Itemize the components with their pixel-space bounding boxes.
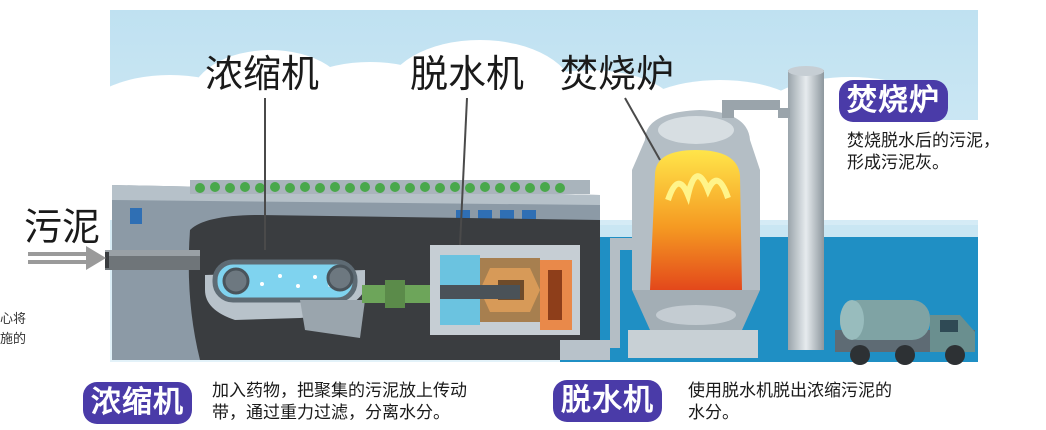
- rooftop-shrubs: [195, 182, 565, 193]
- dehydrator-label: 脱水机: [410, 52, 525, 96]
- chimney: [788, 70, 824, 350]
- thickener-description: 加入药物，把聚集的污泥放上传动 带，通过重力过滤，分离水分。: [212, 380, 467, 424]
- incinerator-desc-line-2: 形成污泥灰。: [847, 153, 949, 173]
- flue-duct: [722, 100, 780, 118]
- leader-lines: [264, 97, 661, 250]
- incinerator-unit: [610, 110, 760, 358]
- thickener-desc-line-2: 带，通过重力过滤，分离水分。: [212, 403, 450, 423]
- side-text-line-1: 心将: [0, 312, 27, 327]
- side-text-line-2: 施的: [0, 332, 27, 347]
- thickener-desc-line-1: 加入药物，把聚集的污泥放上传动: [212, 381, 467, 401]
- incinerator-desc-line-1: 焚烧脱水后的污泥，: [847, 131, 1000, 151]
- clouds: [80, 40, 978, 220]
- dehydrator-badge: 脱水机: [553, 380, 662, 422]
- cropped-side-text: 心将 施的: [0, 310, 26, 350]
- dehydrator-description: 使用脱水机脱出浓缩污泥的 水分。: [688, 380, 892, 424]
- dehydrator-desc-line-1: 使用脱水机脱出浓缩污泥的: [688, 381, 892, 401]
- thickener-badge: 浓缩机: [83, 382, 192, 424]
- thickener-label: 浓缩机: [205, 52, 320, 96]
- inflow-arrow: [28, 246, 106, 270]
- incinerator-description: 焚烧脱水后的污泥， 形成污泥灰。: [847, 130, 1000, 174]
- sludge-label: 污泥: [24, 205, 101, 249]
- incinerator-badge: 焚烧炉: [839, 80, 948, 122]
- thickener-unit: [205, 259, 365, 338]
- dehydrator-unit: [430, 245, 580, 335]
- incinerator-label: 焚烧炉: [560, 52, 675, 96]
- dehydrator-desc-line-2: 水分。: [688, 403, 739, 423]
- tank-truck: [835, 300, 975, 365]
